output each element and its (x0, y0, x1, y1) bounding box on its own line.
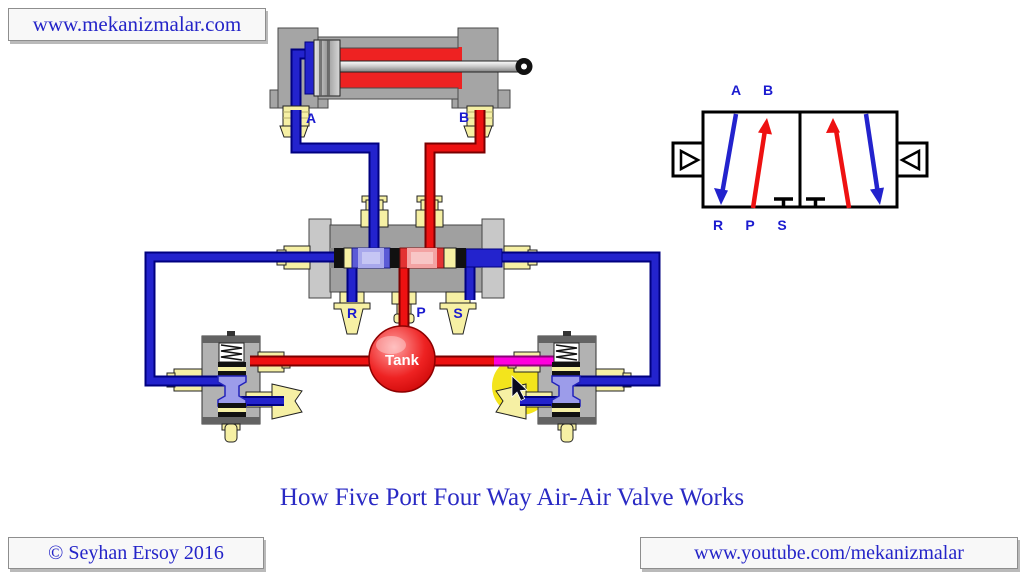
seal-2 (390, 248, 400, 268)
tank-label: Tank (385, 352, 420, 369)
copyright-text: © Seyhan Ersoy 2016 (48, 541, 224, 564)
rod-end-hole (521, 63, 527, 70)
cylinder-port-b-label: B (459, 109, 469, 125)
copyright-box: © Seyhan Ersoy 2016 (8, 537, 264, 569)
blocked-port-symbol-right (806, 197, 825, 207)
schematic-flow-arrows (714, 113, 884, 209)
youtube-url-box[interactable]: www.youtube.com/mekanizmalar (640, 537, 1018, 569)
valve-schematic-symbol: A B R P S (671, 82, 929, 233)
spacer-1 (343, 247, 353, 269)
right-pilot-button-stem[interactable] (557, 423, 577, 443)
schematic-r-label: R (713, 217, 723, 233)
schematic-left-pilot-actuator (671, 141, 705, 178)
left-pilot-vent (227, 331, 235, 337)
youtube-url-text: www.youtube.com/mekanizmalar (694, 541, 964, 564)
blocked-port-symbol-left (774, 197, 793, 207)
schematic-a-label: A (731, 82, 741, 98)
cylinder-blue-channel (290, 41, 317, 116)
tank-gloss (376, 336, 406, 354)
left-pilot-top-cap (202, 336, 260, 343)
left-pilot-spring (220, 344, 243, 361)
valve-port-p-label: P (416, 304, 425, 320)
left-pilot-bottom-cap (202, 417, 260, 424)
left-pilot-button-stem[interactable] (221, 423, 241, 443)
seal-1 (334, 248, 344, 268)
mouse-cursor (511, 375, 528, 402)
schematic-p-label: P (745, 217, 754, 233)
seal-3 (456, 248, 466, 268)
spool-piston-blue (351, 247, 391, 269)
valve-port-s-label: S (453, 305, 462, 321)
pilot-triangle-right-icon (679, 148, 701, 172)
spool-piston-red (399, 247, 445, 269)
site-url-text: www.mekanizmalar.com (32, 12, 242, 36)
piston (313, 39, 341, 97)
cylinder-port-a-label: A (306, 110, 316, 126)
right-pilot-upper-seals (552, 362, 580, 376)
left-pilot-upper-seals (218, 362, 246, 376)
spacer-2 (443, 247, 457, 269)
tube-a-blue (292, 110, 378, 252)
right-pilot-lower-seals (552, 403, 580, 417)
tube-left-loop-blue (146, 253, 334, 385)
site-url-box[interactable]: www.mekanizmalar.com (8, 8, 266, 41)
schematic-s-label: S (777, 217, 786, 233)
pilot-triangle-left-icon (899, 148, 921, 172)
bore-blue-chamber (465, 248, 503, 268)
diagram-title: How Five Port Four Way Air-Air Valve Wor… (279, 484, 745, 511)
piston-rod (339, 60, 519, 73)
left-pilot-lower-seals (218, 403, 246, 417)
tube-right-loop-blue (500, 253, 659, 385)
tube-b-red (426, 110, 484, 252)
schematic-b-label: B (763, 82, 773, 98)
tank: Tank (368, 325, 436, 393)
air-cylinder (269, 27, 533, 138)
valve-port-r-label: R (347, 305, 357, 321)
left-pilot-internals (217, 342, 247, 417)
right-pilot-bottom-cap (538, 417, 596, 424)
right-pilot-vent (563, 331, 571, 337)
right-pilot-spring (555, 344, 578, 361)
schematic-right-pilot-actuator (895, 141, 929, 178)
valve-port-s-fitting (439, 291, 477, 335)
right-pilot-internals (551, 342, 581, 417)
right-pilot-top-cap (538, 336, 596, 343)
valve-spool (334, 247, 503, 269)
